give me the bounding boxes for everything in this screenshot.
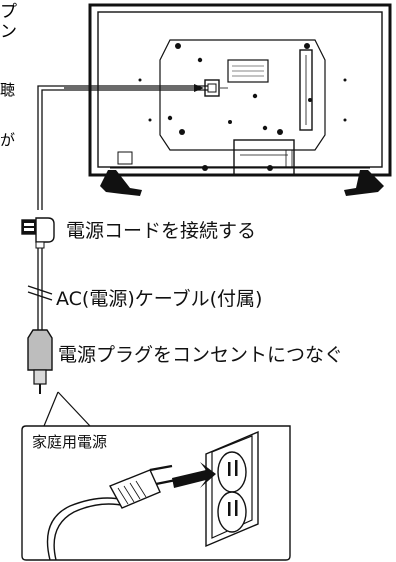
power-plug: [27, 329, 53, 394]
label-plug-outlet: 電源プラグをコンセントにつなぐ: [58, 344, 344, 366]
tv-stands: [100, 170, 384, 196]
connector-plug: [21, 217, 55, 249]
side-text-line-1: プ: [0, 2, 17, 22]
wall-outlet: [205, 430, 259, 548]
side-text-line-2: ン: [0, 22, 17, 42]
label-connect-cord: 電源コードを接続する: [66, 220, 257, 242]
callout-leaders: [43, 391, 91, 427]
household-plug: [46, 464, 177, 561]
label-ac-cable: AC(電源)ケーブル(付属): [56, 288, 263, 310]
tv-screws: [138, 43, 347, 171]
label-household-power: 家庭用電源: [32, 433, 108, 451]
side-text-line-3: 聴: [0, 81, 16, 99]
side-text-line-4: が: [0, 131, 16, 149]
power-cord: [27, 84, 208, 330]
insert-arrow: [172, 462, 216, 488]
